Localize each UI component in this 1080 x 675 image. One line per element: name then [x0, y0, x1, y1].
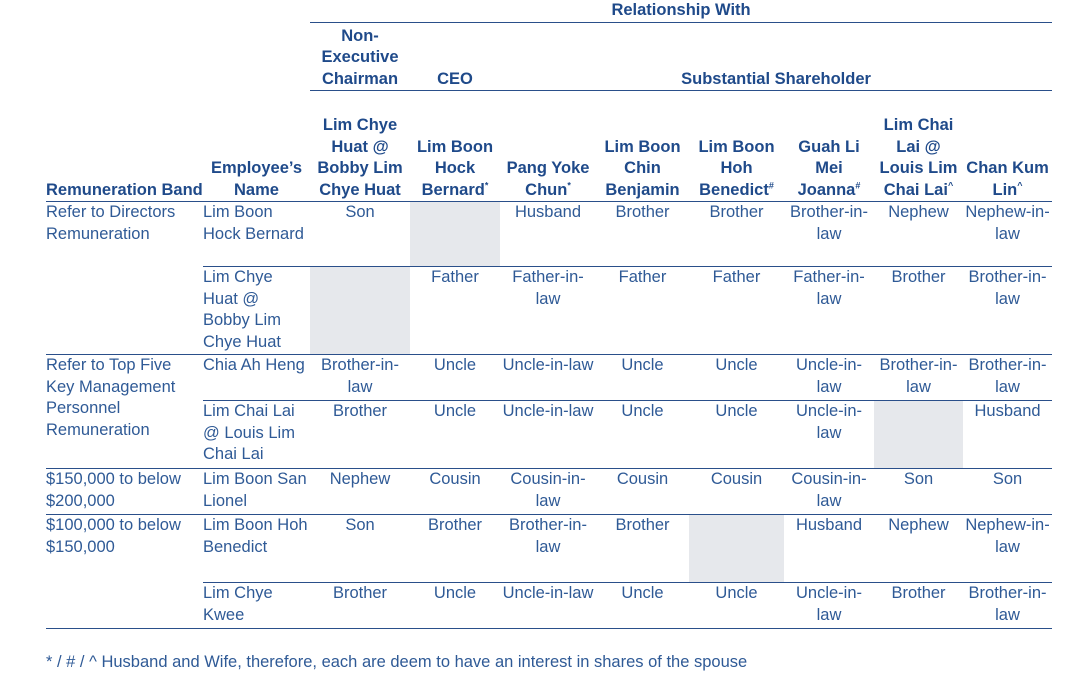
relationship-cell: Brother	[689, 201, 784, 267]
relationship-cell: Brother	[874, 266, 963, 355]
employee-name-cell: Lim Boon San Lionel	[203, 468, 310, 515]
relationship-cell: Brother-in-law	[500, 514, 596, 583]
relationship-cell: Cousin	[689, 468, 784, 515]
relationship-cell: Brother-in-law	[874, 354, 963, 401]
header-person-5: Guah Li Mei Joanna#	[784, 90, 874, 202]
footnote: * / # / ^ Husband and Wife, therefore, e…	[46, 652, 747, 673]
relationship-cell: Uncle	[689, 400, 784, 469]
relationship-cell: Brother	[596, 514, 689, 583]
employee-name-cell: Chia Ah Heng	[203, 354, 310, 401]
relationship-cell: Son	[963, 468, 1053, 515]
header-relationship-with: Relationship With	[310, 0, 1053, 23]
relationship-cell: Nephew	[874, 514, 963, 583]
relationship-cell: Nephew-in-law	[963, 514, 1053, 583]
relationship-cell: Son	[310, 514, 410, 583]
relationship-cell: Uncle	[596, 354, 689, 401]
header-group-non-exec-chairman: Non-Executive Chairman	[310, 22, 410, 91]
header-person-1: Lim Boon Hock Bernard*	[410, 90, 500, 202]
relationship-cell: Brother-in-law	[963, 354, 1053, 401]
employee-name-cell: Lim Chye Huat @ Bobby Lim Chye Huat	[203, 266, 310, 355]
band-cell: Refer to Directors Remuneration	[46, 201, 203, 355]
relationship-cell: Uncle	[410, 354, 500, 401]
relationship-cell: Brother-in-law	[310, 354, 410, 401]
relationship-cell: Uncle	[596, 400, 689, 469]
header-group-substantial-shareholder: Substantial Shareholder	[500, 22, 1053, 91]
band-cell: Refer to Top Five Key Management Personn…	[46, 354, 203, 469]
header-person-4: Lim Boon Hoh Benedict#	[689, 90, 784, 202]
employee-name-cell: Lim Chai Lai @ Louis Lim Chai Lai	[203, 400, 310, 469]
relationship-cell: Cousin	[596, 468, 689, 515]
header-employee-name: Employee’s Name	[203, 90, 310, 202]
relationship-cell: Uncle-in-law	[500, 582, 596, 629]
relationship-cell: Uncle-in-law	[784, 582, 874, 629]
relationship-table: Relationship With Non-Executive Chairman…	[46, 0, 1053, 629]
relationship-cell: Uncle	[596, 582, 689, 629]
employee-name-cell: Lim Boon Hock Bernard	[203, 201, 310, 267]
relationship-cell: Uncle-in-law	[784, 354, 874, 401]
relationship-cell: Brother	[310, 400, 410, 469]
relationship-cell: Brother-in-law	[963, 582, 1053, 629]
relationship-cell: Brother	[410, 514, 500, 583]
relationship-cell: Husband	[784, 514, 874, 583]
relationship-cell: Uncle	[410, 400, 500, 469]
relationship-cell: Nephew	[310, 468, 410, 515]
relationship-cell: Brother-in-law	[963, 266, 1053, 355]
relationship-cell: Brother	[874, 582, 963, 629]
header-person-3: Lim Boon Chin Benjamin	[596, 90, 689, 202]
relationship-cell: Uncle	[689, 582, 784, 629]
footnote-text: Husband and Wife, therefore, each are de…	[101, 653, 748, 671]
relationship-cell: Husband	[500, 201, 596, 267]
relationship-cell: Son	[874, 468, 963, 515]
relationship-cell: Brother	[310, 582, 410, 629]
header-remuneration-band: Remuneration Band	[46, 90, 203, 202]
employee-name-cell: Lim Boon Hoh Benedict	[203, 514, 310, 583]
empty-shaded-cell	[689, 514, 784, 583]
header-group-ceo: CEO	[410, 22, 500, 91]
relationship-cell: Father	[410, 266, 500, 355]
footnote-marks: * / # / ^	[46, 653, 97, 671]
header-person-7: Chan Kum Lin^	[963, 90, 1053, 202]
relationship-cell: Father	[596, 266, 689, 355]
empty-shaded-cell	[410, 201, 500, 267]
relationship-cell: Cousin-in-law	[784, 468, 874, 515]
empty-shaded-cell	[874, 400, 963, 469]
relationship-cell: Father-in-law	[500, 266, 596, 355]
band-cell: $100,000 to below $150,000	[46, 514, 203, 629]
band-cell: $150,000 to below $200,000	[46, 468, 203, 515]
relationship-cell: Uncle	[410, 582, 500, 629]
relationship-cell: Cousin	[410, 468, 500, 515]
relationship-cell: Uncle-in-law	[784, 400, 874, 469]
relationship-cell: Brother	[596, 201, 689, 267]
header-person-0: Lim Chye Huat @ Bobby Lim Chye Huat	[310, 90, 410, 202]
relationship-cell: Uncle-in-law	[500, 354, 596, 401]
relationship-cell: Cousin-in-law	[500, 468, 596, 515]
relationship-cell: Nephew-in-law	[963, 201, 1053, 267]
relationship-cell: Brother-in-law	[784, 201, 874, 267]
header-person-2: Pang Yoke Chun*	[500, 90, 596, 202]
header-person-6: Lim Chai Lai @ Louis Lim Chai Lai^	[874, 90, 963, 202]
relationship-cell: Father	[689, 266, 784, 355]
relationship-cell: Nephew	[874, 201, 963, 267]
relationship-cell: Uncle-in-law	[500, 400, 596, 469]
relationship-cell: Father-in-law	[784, 266, 874, 355]
employee-name-cell: Lim Chye Kwee	[203, 582, 310, 629]
relationship-cell: Uncle	[689, 354, 784, 401]
empty-shaded-cell	[310, 266, 410, 355]
relationship-cell: Husband	[963, 400, 1053, 469]
relationship-cell: Son	[310, 201, 410, 267]
